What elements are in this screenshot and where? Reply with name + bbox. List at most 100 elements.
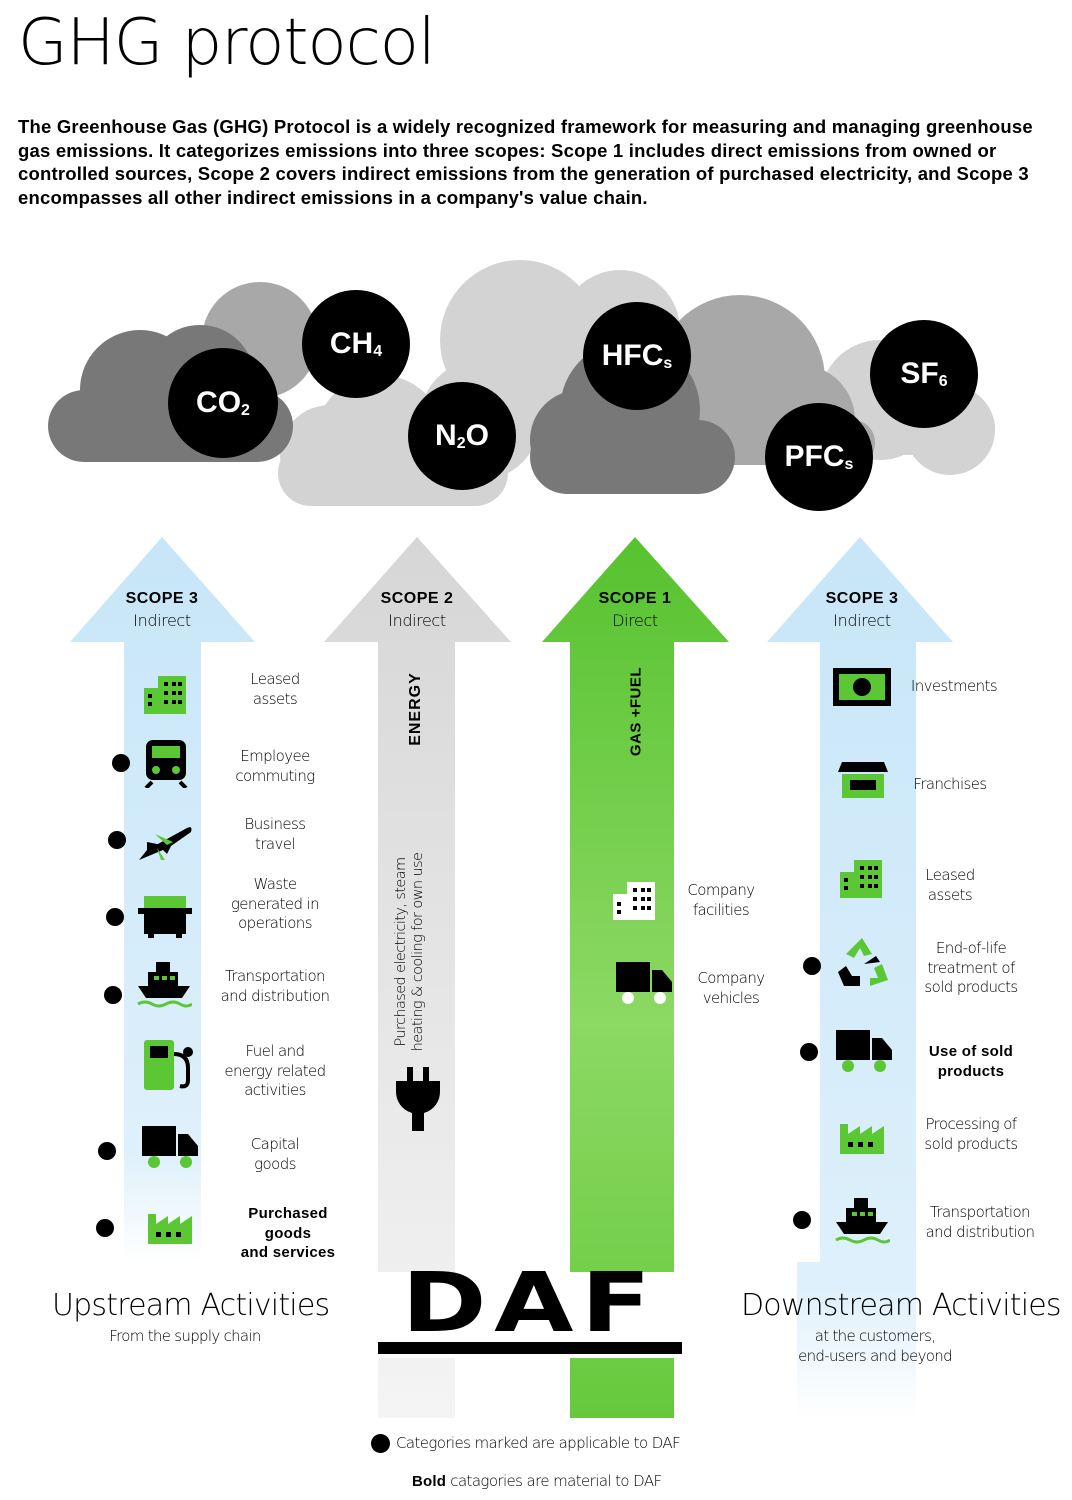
item-line: Purchased	[248, 1205, 328, 1222]
gas-hfcs-base: HFC	[601, 339, 664, 372]
scope2-kind: Indirect	[388, 611, 446, 630]
truck-icon	[142, 1126, 198, 1170]
scope1-label: SCOPE 1	[598, 590, 672, 607]
gas-ch4-sub: 4	[373, 343, 383, 360]
item-line: vehicles	[702, 988, 760, 1007]
gas-sf6-base: SF	[900, 357, 939, 390]
applicable-marker	[98, 1142, 116, 1160]
plane-icon	[137, 820, 193, 864]
downstream-subheading: at the customers, end-users and beyond	[770, 1326, 980, 1366]
upstream-scope-label: SCOPE 3	[125, 590, 199, 607]
item-line: assets	[252, 689, 298, 708]
item-line: commuting	[235, 766, 315, 785]
daf-logo-bar	[378, 1342, 682, 1354]
applicable-marker	[112, 754, 130, 772]
downstream-subheading-line1: at the customers,	[814, 1327, 936, 1345]
energy-label: ENERGY	[407, 672, 424, 746]
item-line: and distribution	[925, 1222, 1035, 1241]
legend-applicable: Categories marked are applicable to DAF	[396, 1434, 681, 1452]
downstream-subheading-line2: end-users and beyond	[798, 1347, 952, 1365]
plug-icon	[395, 1067, 441, 1131]
storefront-icon	[838, 762, 888, 798]
item-line: facilities	[692, 900, 750, 919]
item-line: goods	[254, 1154, 296, 1173]
recycle-icon	[834, 936, 890, 990]
gas-co2-sub: 2	[241, 402, 250, 419]
factory-icon	[148, 1208, 192, 1244]
building-icon	[144, 674, 186, 714]
applicable-marker	[108, 831, 126, 849]
upstream-item-purchased-goods: Purchased goods and services	[225, 1204, 351, 1263]
building-icon	[840, 858, 882, 898]
item-line: Use of sold	[928, 1043, 1014, 1060]
item-line: assets	[927, 885, 973, 904]
downstream-scope-kind: Indirect	[833, 611, 891, 630]
ship-icon	[136, 962, 193, 1008]
item-line: Investments	[910, 677, 998, 695]
applicable-marker	[793, 1211, 811, 1229]
gas-ch4-base: CH	[329, 327, 374, 360]
factory-icon	[840, 1118, 884, 1154]
money-icon	[833, 668, 891, 706]
gas-pfcs-base: PFC	[784, 440, 845, 473]
applicable-marker	[803, 957, 821, 975]
downstream-scope-label: SCOPE 3	[825, 590, 899, 607]
waste-bin-icon	[138, 896, 192, 938]
applicable-marker	[106, 908, 124, 926]
applicable-marker	[96, 1219, 114, 1237]
item-line: Transportation	[225, 967, 326, 985]
item-line: sold products	[924, 978, 1018, 996]
scope1-kind: Direct	[612, 611, 658, 630]
fuel-pump-icon	[144, 1040, 196, 1090]
item-line: Processing of	[925, 1115, 1017, 1133]
item-line: Employee	[240, 747, 310, 765]
upstream-heading: Upstream Activities	[52, 1288, 330, 1323]
legend-marker	[371, 1434, 390, 1453]
intro-paragraph: The Greenhouse Gas (GHG) Protocol is a w…	[18, 116, 1033, 209]
item-line: goods	[264, 1224, 312, 1242]
truck-icon	[836, 1030, 892, 1074]
train-icon	[144, 740, 188, 790]
legend-bold-word: Bold	[412, 1473, 447, 1490]
scope2-description: Purchased electricity, steam heating & c…	[393, 817, 427, 1087]
truck-icon	[616, 962, 672, 1006]
downstream-item-franchises: Franchises	[894, 775, 1006, 795]
item-line: Business	[244, 815, 306, 833]
gas-hfcs-sub: s	[663, 355, 673, 372]
item-line: and services	[240, 1244, 336, 1261]
item-line: treatment of	[927, 958, 1015, 977]
scope2-description-line2: heating & cooling for own use	[410, 852, 426, 1052]
gas-pfcs-sub: s	[844, 456, 854, 473]
item-line: Leased	[250, 670, 300, 688]
item-line: End-of-life	[935, 939, 1007, 957]
gas-fuel-label: GAS +FUEL	[627, 666, 645, 757]
gas-sf6-sub: 6	[938, 373, 948, 390]
applicable-marker	[104, 986, 122, 1004]
item-line: activities	[244, 1081, 306, 1099]
item-line: energy related	[224, 1061, 326, 1080]
daf-logo: DAF	[378, 1263, 682, 1358]
item-line: Capital	[250, 1135, 300, 1153]
item-line: Franchises	[913, 775, 987, 793]
gas-co2-base: CO	[196, 386, 242, 419]
gas-n2o-sub: 2	[456, 435, 466, 452]
scope2-label: SCOPE 2	[380, 590, 454, 607]
legend-material-rest: catagories are material to DAF	[446, 1472, 662, 1490]
ship-icon	[834, 1198, 891, 1244]
